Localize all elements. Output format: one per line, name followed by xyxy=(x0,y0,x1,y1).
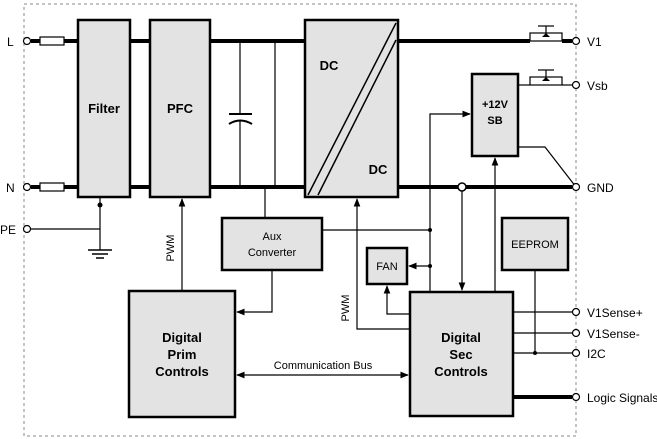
input-pe-label: PE xyxy=(0,223,16,237)
terminal-i2c xyxy=(571,348,581,358)
output-i2c-label: I2C xyxy=(587,347,606,361)
sec-label-3: Controls xyxy=(434,364,487,379)
sec-label-1: Digital xyxy=(441,330,481,345)
output-gnd-label: GND xyxy=(587,181,614,195)
sb-label-2: SB xyxy=(487,115,502,127)
terminal-n xyxy=(22,182,32,192)
pfc-label: PFC xyxy=(167,101,194,116)
eeprom-label: EEPROM xyxy=(511,239,559,251)
vsb-mosfet-switch xyxy=(518,69,572,86)
eeprom-block xyxy=(500,216,570,272)
terminal-v1sense-minus xyxy=(571,328,581,338)
aux-label-1: Aux xyxy=(263,231,282,243)
output-vsb-label: Vsb xyxy=(587,79,608,93)
terminal-l xyxy=(22,36,32,46)
output-v1sense-minus-label: V1Sense- xyxy=(587,327,640,341)
pe-ground xyxy=(31,196,112,259)
fuse-l xyxy=(39,36,65,46)
aux-converter-block xyxy=(220,216,324,272)
terminal-vsb xyxy=(571,80,581,90)
fan-block xyxy=(365,246,409,286)
dc-input-label: DC xyxy=(320,58,339,73)
fuse-n xyxy=(39,182,65,192)
output-v1-label: V1 xyxy=(587,35,602,49)
fan-label: FAN xyxy=(376,261,397,273)
terminal-pe xyxy=(22,224,32,234)
power-buses xyxy=(31,39,572,399)
sb-label-1: +12V xyxy=(482,99,509,111)
prim-label-3: Controls xyxy=(155,364,208,379)
terminal-logic-signals xyxy=(571,392,581,402)
terminal-v1sense-plus xyxy=(571,307,581,317)
v1-mosfet-switch xyxy=(529,25,563,42)
bulk-capacitor xyxy=(228,41,253,187)
aux-label-2: Converter xyxy=(248,247,297,259)
standby-12v-block xyxy=(470,72,520,158)
output-v1sense-plus-label: V1Sense+ xyxy=(587,306,643,320)
terminal-gnd xyxy=(571,182,581,192)
output-logic-signals-label: Logic Signals xyxy=(587,391,657,405)
pfc-block xyxy=(148,18,212,199)
digital-sec-controls-block xyxy=(408,290,515,418)
input-l-label: L xyxy=(7,35,14,49)
dc-output-label: DC xyxy=(369,162,388,177)
pwm-prim-label: PWM xyxy=(165,235,177,262)
input-n-label: N xyxy=(6,181,15,195)
enclosure-border xyxy=(23,3,577,437)
prim-label-2: Prim xyxy=(168,347,197,362)
communication-bus-label: Communication Bus xyxy=(274,360,373,372)
sec-label-2: Sec xyxy=(449,347,472,362)
prim-label-1: Digital xyxy=(162,330,202,345)
terminal-v1 xyxy=(571,36,581,46)
digital-prim-controls-block xyxy=(127,289,237,419)
pwm-sec-label: PWM xyxy=(340,295,352,322)
terminals xyxy=(22,36,581,402)
filter-block xyxy=(76,18,132,199)
filter-label: Filter xyxy=(88,101,120,116)
signal-wires xyxy=(178,110,577,379)
